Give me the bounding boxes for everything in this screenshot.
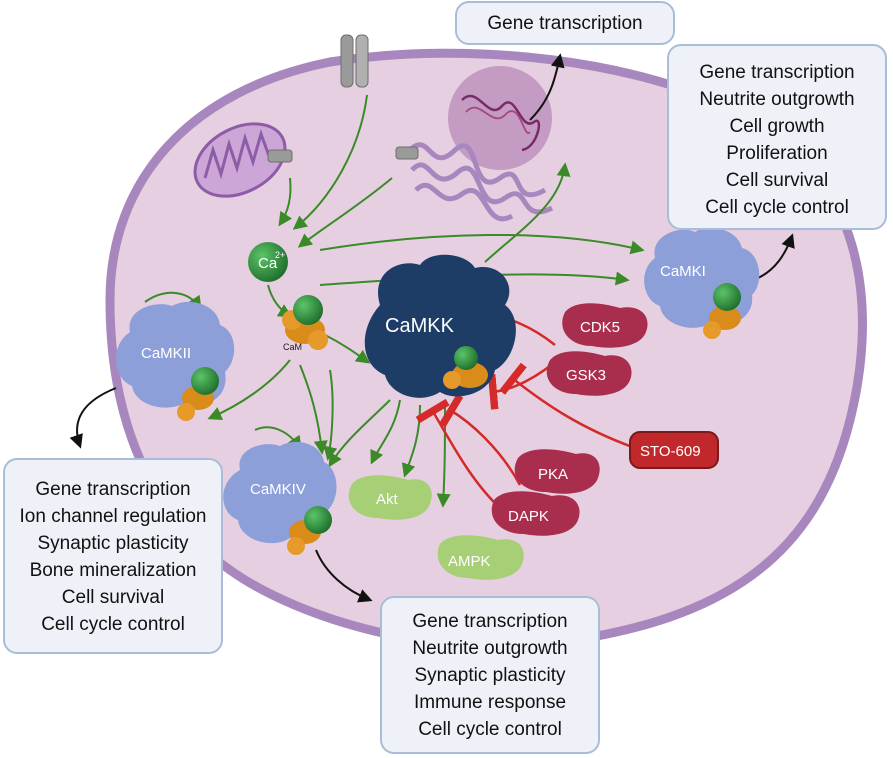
calmodulin-label: CaM	[283, 342, 302, 352]
nucleus-icon	[448, 66, 552, 170]
outcome-box-camki: Gene transcription Neutrite outgrowth Ce…	[667, 44, 887, 230]
outcome-line: Gene transcription	[487, 13, 643, 34]
outcome-line: Cell growth	[729, 116, 825, 137]
camki-label: CaMKI	[660, 263, 706, 280]
outcome-line: Synaptic plasticity	[414, 665, 566, 686]
calcium-label: Ca	[258, 255, 278, 272]
akt-label: Akt	[376, 491, 399, 508]
calcium-ion: Ca 2+	[248, 242, 288, 282]
outcome-line: Immune response	[413, 692, 567, 713]
outcome-line: Neutrite outgrowth	[699, 89, 855, 110]
output-arrows	[69, 53, 795, 603]
outcome-line: Cell survival	[61, 587, 165, 608]
pka-node: PKA	[514, 449, 600, 494]
dapk-label: DAPK	[508, 508, 549, 525]
outcome-line: Gene transcription	[412, 611, 568, 632]
sto609-node: STO-609	[629, 431, 719, 469]
camkii-label: CaMKII	[141, 345, 191, 362]
calmodulin: CaM	[282, 295, 328, 352]
endoplasmic-reticulum-icon	[395, 142, 554, 222]
outcome-line: Cell survival	[725, 170, 829, 191]
ampk-label: AMPK	[448, 553, 491, 570]
camkiv-label: CaMKIV	[250, 481, 306, 498]
outcome-box-camkiv: Gene transcription Neutrite outgrowth Sy…	[380, 596, 600, 754]
outcome-line: Cell cycle control	[418, 719, 562, 740]
activation-arrows	[144, 94, 645, 508]
cdk5-label: CDK5	[580, 319, 620, 336]
outcome-line: Proliferation	[726, 143, 828, 164]
mitochondrion-icon	[193, 122, 293, 198]
dapk-node: DAPK	[491, 491, 580, 536]
akt-node: Akt	[348, 475, 432, 520]
pka-label: PKA	[538, 466, 568, 483]
outcome-line: Synaptic plasticity	[37, 533, 189, 554]
camki-kinase: CaMKI	[644, 227, 760, 339]
outcome-line: Cell cycle control	[705, 197, 849, 218]
gsk3-label: GSK3	[566, 367, 606, 384]
calcium-superscript: 2+	[275, 250, 285, 260]
outcome-line: Gene transcription	[35, 479, 191, 500]
gsk3-node: GSK3	[546, 351, 632, 396]
camkk-label: CaMKK	[385, 315, 455, 337]
outcome-line: Ion channel regulation	[19, 506, 207, 527]
camkiv-kinase: CaMKIV	[223, 441, 337, 555]
outcome-box-nucleus: Gene transcription	[455, 1, 675, 45]
outcome-line: Neutrite outgrowth	[412, 638, 568, 659]
ampk-node: AMPK	[437, 535, 524, 580]
outcome-box-camkii: Gene transcription Ion channel regulatio…	[3, 458, 223, 654]
cdk5-node: CDK5	[562, 303, 648, 348]
outcome-line: Bone mineralization	[29, 560, 197, 581]
membrane-channel-icon	[340, 34, 369, 88]
camkk-kinase: CaMKK	[364, 254, 516, 398]
outcome-line: Cell cycle control	[41, 614, 185, 635]
inhibition-lines	[415, 296, 636, 509]
outcome-line: Gene transcription	[699, 62, 855, 83]
sto609-label: STO-609	[640, 443, 701, 460]
camkii-kinase: CaMKII	[115, 301, 235, 421]
